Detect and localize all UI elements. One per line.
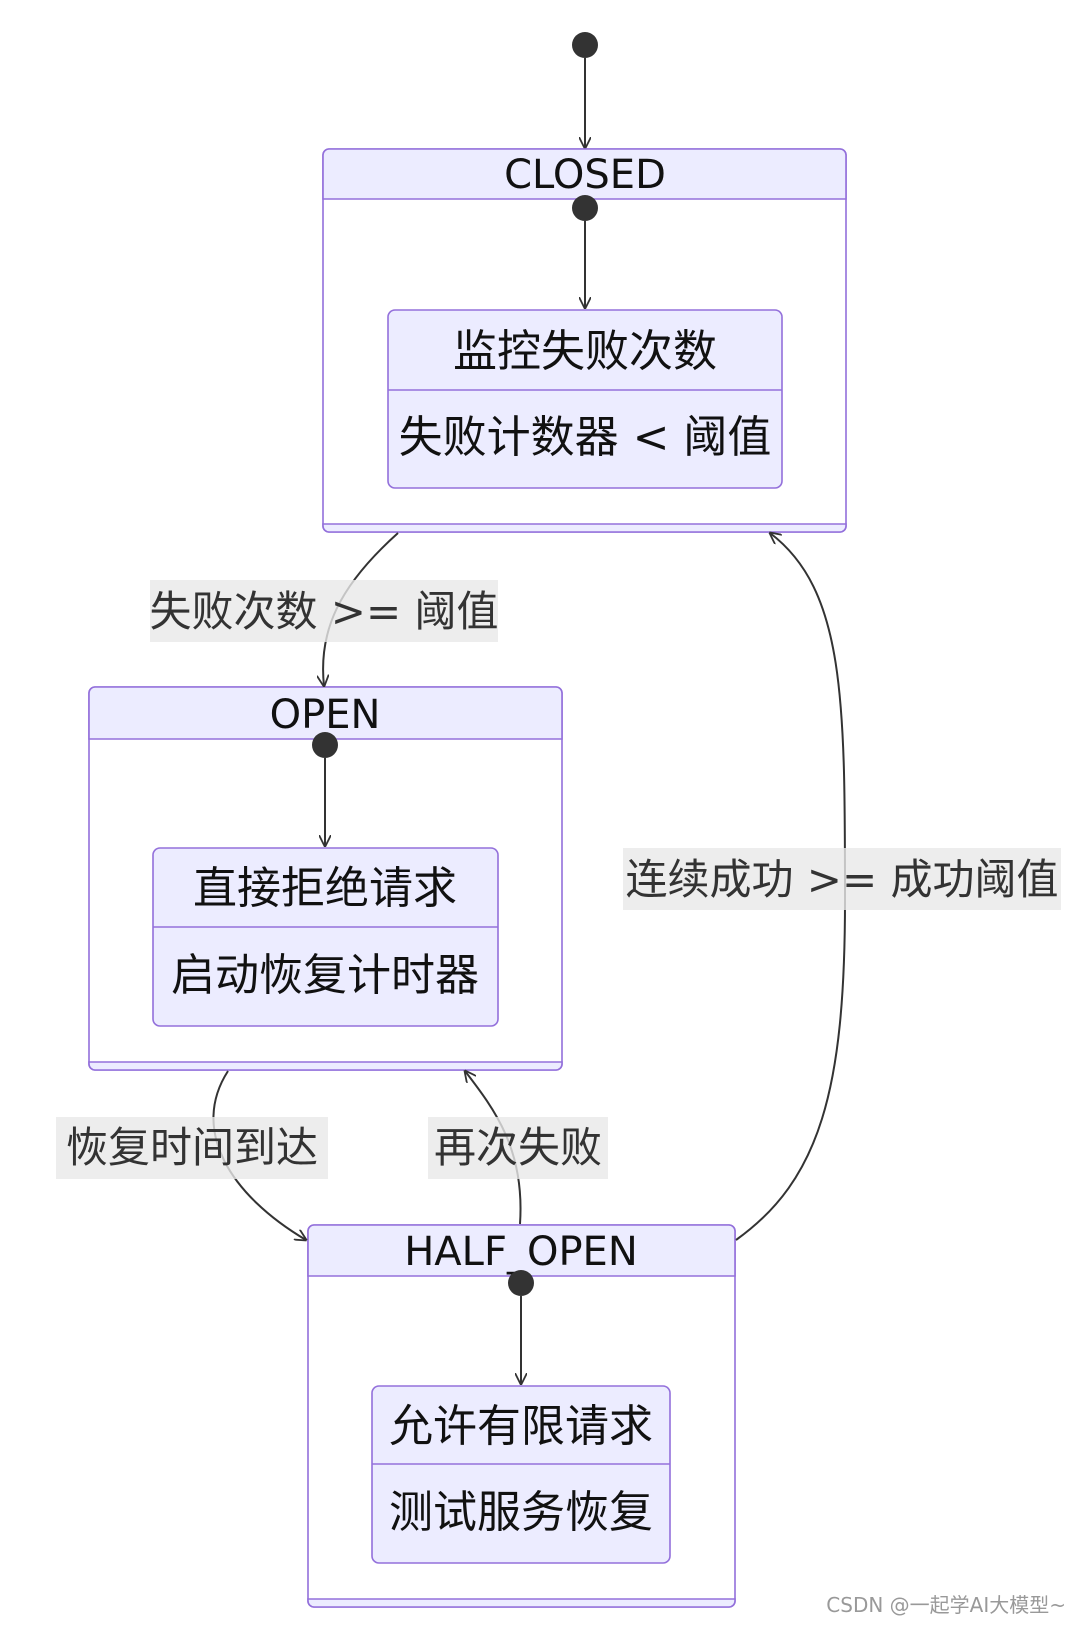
label-half-open-to-open: 再次失败 (428, 1117, 608, 1179)
label-half-open-to-open-text: 再次失败 (434, 1123, 602, 1172)
state-open: OPEN 直接拒绝请求 启动恢复计时器 (88, 686, 563, 1071)
closed-start-dot (572, 195, 598, 221)
label-open-to-half-open: 恢复时间到达 (56, 1117, 328, 1179)
state-title-half-open: HALF_OPEN (404, 1229, 638, 1275)
state-half-open: HALF_OPEN 允许有限请求 测试服务恢复 (307, 1224, 736, 1608)
watermark: CSDN @一起学AI大模型~ (826, 1593, 1066, 1617)
half-open-inner-detail: 测试服务恢复 (389, 1487, 653, 1538)
label-closed-to-open: 失败次数 >= 阈值 (149, 580, 499, 642)
label-half-open-to-closed: 连续成功 >= 成功阈值 (623, 848, 1061, 910)
label-open-to-half-open-text: 恢复时间到达 (66, 1123, 318, 1172)
start-dot (572, 32, 598, 58)
state-closed: CLOSED 监控失败次数 失败计数器 < 阈值 (322, 148, 847, 533)
half-open-inner-title: 允许有限请求 (389, 1401, 653, 1452)
half-open-start-dot (508, 1270, 534, 1296)
open-start-dot (312, 732, 338, 758)
state-title-open: OPEN (270, 692, 381, 738)
open-inner-detail: 启动恢复计时器 (171, 950, 479, 1001)
open-inner-title: 直接拒绝请求 (193, 863, 457, 914)
closed-inner-detail: 失败计数器 < 阈值 (399, 412, 772, 463)
closed-inner-title: 监控失败次数 (453, 326, 717, 377)
half-open-inner-state: 允许有限请求 测试服务恢复 (371, 1385, 671, 1564)
closed-inner-state: 监控失败次数 失败计数器 < 阈值 (387, 309, 783, 489)
open-inner-state: 直接拒绝请求 启动恢复计时器 (152, 847, 499, 1027)
label-half-open-to-closed-text: 连续成功 >= 成功阈值 (625, 855, 1058, 904)
label-closed-to-open-text: 失败次数 >= 阈值 (149, 587, 498, 636)
state-title-closed: CLOSED (504, 152, 666, 198)
